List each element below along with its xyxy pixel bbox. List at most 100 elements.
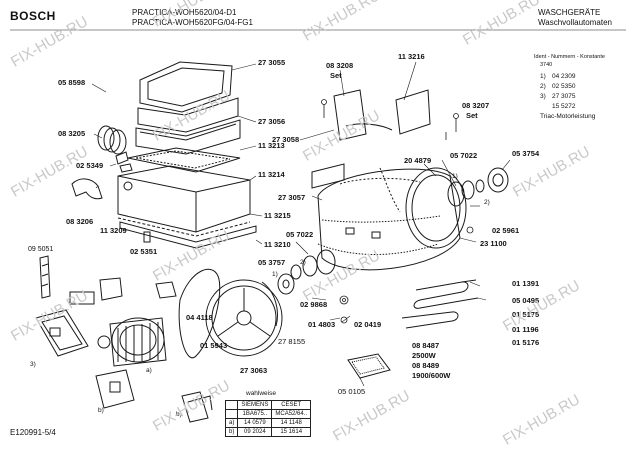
detergent-box-group — [135, 61, 241, 155]
ident-entry-1-number: 04 2309 — [552, 73, 576, 80]
callout-label: a) — [146, 367, 152, 374]
part-label: 02 5349 — [76, 161, 104, 170]
part-label: 02 0419 — [354, 320, 382, 329]
gasket-strip — [119, 221, 257, 249]
callout-label: b) — [176, 411, 182, 418]
part-label: 04 4118 — [186, 313, 213, 322]
table-cell — [224, 400, 239, 410]
ident-label: Ident - Nummern - Konstante — [534, 54, 605, 60]
bearing-set-right — [447, 167, 509, 207]
table-cell: 15 1614 — [271, 427, 312, 437]
part-label: 01 5176 — [512, 338, 540, 347]
set-label: Set — [466, 111, 478, 120]
alternative-parts-table: SIEMENS CESET 1BA675.. MCA52/64.. a) 14 … — [224, 400, 312, 437]
category-line-1: WASCHGERÄTE — [538, 8, 601, 17]
ident-note: Triac-Motorleistung — [540, 113, 596, 120]
heating-elements — [401, 279, 479, 329]
part-label: 01 1391 — [512, 279, 540, 288]
table-row: a) 14 0579 14 1148 — [224, 418, 312, 428]
part-label: 02 9868 — [300, 300, 328, 309]
brush-holders — [95, 369, 213, 423]
sieve-frame — [127, 147, 241, 173]
small-parts-left — [39, 151, 177, 305]
callout-label: 1) — [452, 173, 458, 180]
part-label: 27 8155 — [278, 337, 306, 346]
part-label: 02 5351 — [130, 247, 158, 256]
part-label: 27 3056 — [258, 117, 286, 126]
ident-entry-1-index: 1) — [540, 73, 546, 80]
part-label: 01 5175 — [512, 310, 540, 319]
callout-label: 2) — [484, 199, 490, 206]
part-label: 08 3205 — [58, 129, 86, 138]
part-label: 08 3208 — [326, 61, 354, 70]
part-label: 05 7022 — [286, 230, 314, 239]
callout-label: 2) — [300, 259, 306, 266]
foam-block — [347, 353, 391, 379]
part-label: 01 1196 — [512, 325, 539, 334]
leader-lines — [91, 61, 511, 387]
screws — [321, 99, 474, 324]
part-label: 11 3210 — [264, 240, 291, 249]
part-label: 08 8489 — [412, 361, 440, 370]
ident-entry-3-number: 27 3075 — [552, 93, 576, 100]
wattage-label: 2500W — [412, 351, 436, 360]
part-label: 08 8487 — [412, 341, 440, 350]
part-label: 27 3057 — [278, 193, 306, 202]
part-label: 05 0105 — [338, 387, 366, 396]
part-label: 02 5961 — [492, 226, 520, 235]
table-cell: 09 2024 — [237, 427, 273, 437]
gasket-frame — [117, 217, 251, 237]
part-label: 20 4879 — [404, 156, 432, 165]
callout-label: 3) — [30, 361, 36, 368]
part-label: 08 3206 — [66, 217, 94, 226]
table-cell: 14 1148 — [271, 418, 312, 428]
table-cell: SIEMENS — [237, 400, 273, 410]
motor — [97, 317, 167, 367]
part-label: 05 0495 — [512, 296, 540, 305]
part-label: 27 3055 — [258, 58, 286, 67]
part-label: 27 3058 — [272, 135, 300, 144]
ident-entry-4-number: 15 5272 — [552, 103, 576, 110]
table-caption: wahlweise — [246, 390, 276, 397]
part-label: 11 3213 — [258, 141, 285, 150]
category-line-2: Waschvollautomaten — [538, 18, 612, 27]
part-label: 05 8598 — [58, 78, 86, 87]
washing-tub — [317, 167, 467, 271]
table-cell: b) — [224, 427, 239, 437]
ident-value: 3740 — [540, 62, 553, 68]
part-label: 27 3063 — [240, 366, 268, 375]
ident-entry-3-index: 3) — [540, 93, 546, 100]
ident-entry-2-index: 2) — [540, 83, 546, 90]
drawing-code: E120991-5/4 — [10, 428, 56, 437]
part-label: 01 4803 — [308, 320, 336, 329]
table-cell: a) — [224, 418, 239, 428]
control-module — [35, 309, 89, 357]
ident-entry-2-number: 02 5350 — [552, 83, 576, 90]
table-cell: MCA52/64.. — [271, 409, 312, 419]
part-label: 01 5943 — [200, 341, 228, 350]
part-label: 11 3216 — [398, 52, 425, 61]
callout-label: b) — [98, 407, 104, 414]
table-cell: 1BA675.. — [237, 409, 273, 419]
callout-label: 1) — [272, 271, 278, 278]
table-row: b) 09 2024 15 1614 — [224, 427, 312, 437]
table-cell — [224, 409, 239, 419]
part-label: 05 7022 — [450, 151, 478, 160]
model-line-2: PRACTICA-WOH5620FG/04-FG1 — [132, 18, 253, 27]
part-label: 05 3754 — [512, 149, 540, 158]
table-subheader-row: 1BA675.. MCA52/64.. — [224, 409, 312, 419]
wattage-label: 1900/600W — [412, 371, 451, 380]
part-label: 11 3215 — [264, 211, 291, 220]
bellows-hose — [71, 125, 127, 200]
drive-belt — [178, 268, 221, 359]
table-cell: CESET — [271, 400, 312, 410]
bearing-set-left — [277, 249, 336, 295]
part-label: 09 5051 — [28, 246, 54, 253]
brand-logo: BOSCH — [10, 9, 56, 23]
part-label: 11 3209 — [100, 226, 127, 235]
part-label: 23 1100 — [480, 239, 507, 248]
set-label: Set — [330, 71, 342, 80]
table-header-row: SIEMENS CESET — [224, 400, 312, 410]
model-line-1: PRACTICA-WOH5620/04-D1 — [132, 8, 237, 17]
